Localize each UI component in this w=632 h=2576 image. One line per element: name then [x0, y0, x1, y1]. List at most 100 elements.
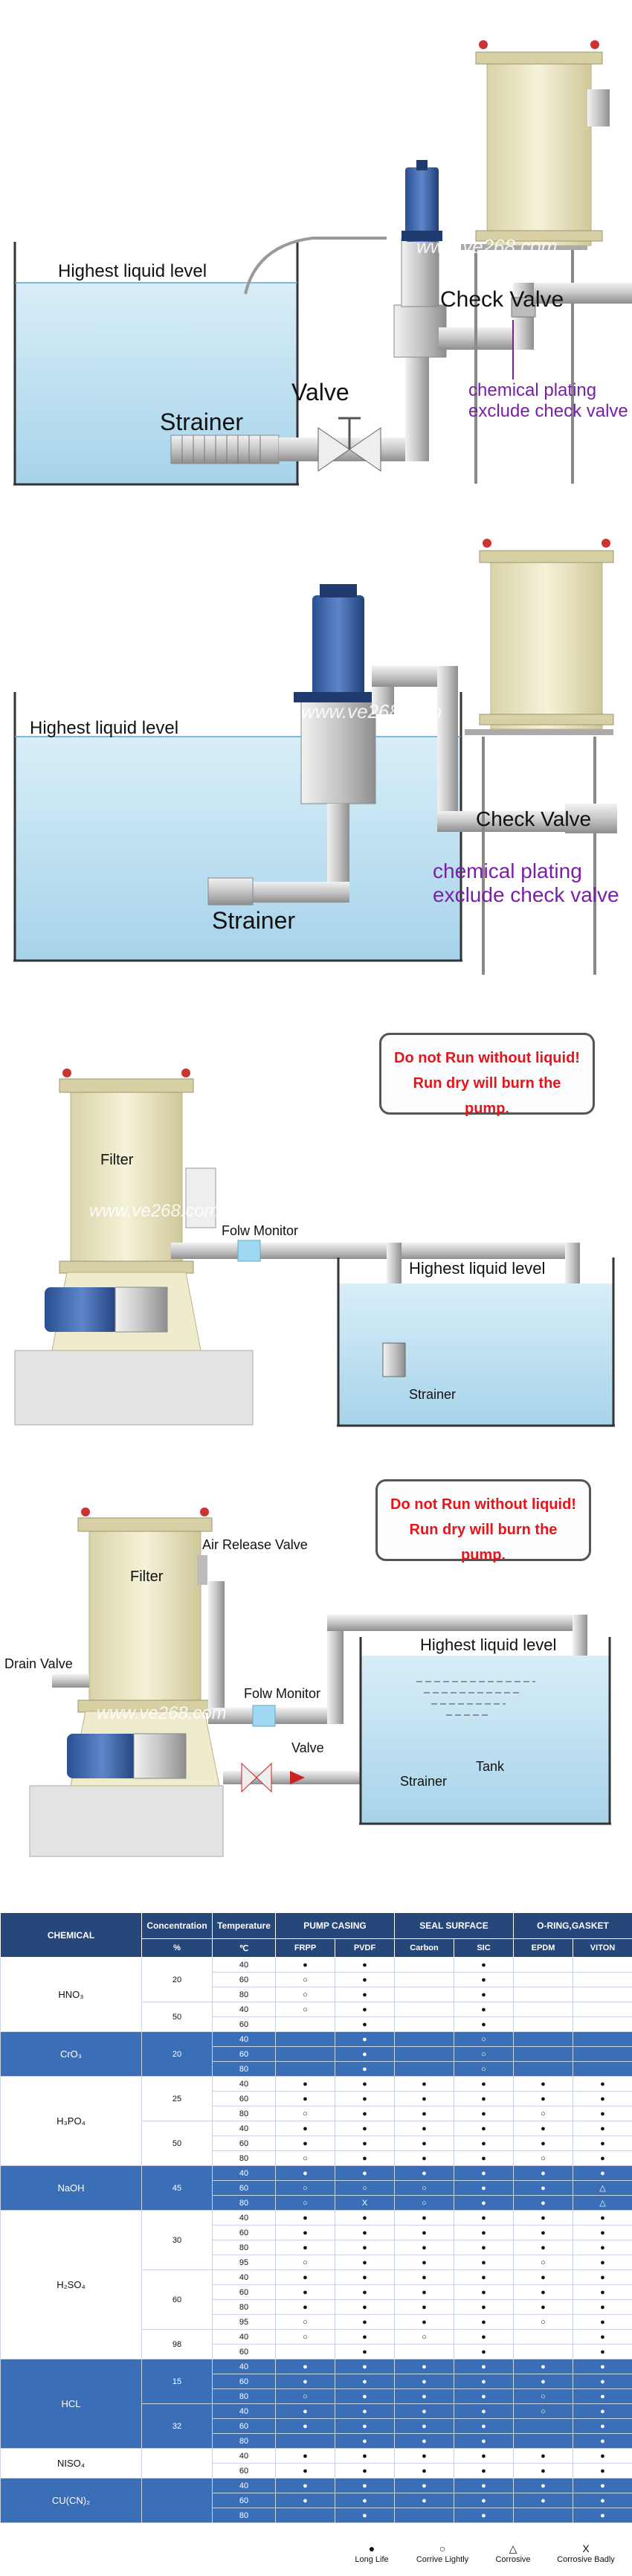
riser-4: [327, 1622, 344, 1724]
table-row: 60○○○●●△: [1, 2180, 632, 2196]
motor-4: [67, 1733, 187, 1779]
rating-cell: ●: [572, 2284, 632, 2300]
rating-cell: ○: [513, 2403, 573, 2419]
rating-cell: ●: [454, 2150, 514, 2166]
rating-cell: ●: [572, 2493, 632, 2508]
rating-cell: ●: [335, 2493, 395, 2508]
rating-cell: ●: [335, 2076, 395, 2092]
rating-cell: ●: [394, 2314, 454, 2330]
chemical-cell: HNO₃: [0, 1957, 142, 2032]
rating-cell: [572, 2002, 632, 2017]
rating-cell: ●: [335, 2031, 395, 2047]
chemical-cell: NISO₄: [0, 2448, 142, 2479]
rating-cell: ●: [454, 2091, 514, 2106]
rating-cell: ●: [335, 2225, 395, 2240]
warning-line-2: Run dry will burn the pump.: [413, 1075, 561, 1117]
rating-cell: [394, 2508, 454, 2523]
rating-cell: ●: [572, 2433, 632, 2449]
temperature-cell: 60: [212, 2016, 276, 2032]
rating-cell: ○: [275, 2150, 335, 2166]
rating-cell: ●: [335, 2508, 395, 2523]
header-sic: SIC: [454, 1938, 514, 1958]
table-row: 60●●: [1, 2016, 632, 2032]
concentration-cell: 15: [141, 2359, 213, 2404]
rating-cell: [394, 1957, 454, 1973]
header-chemical: CHEMICAL: [0, 1912, 142, 1958]
diagram-3-svg: Filter Folw Monitor Highest liquid level…: [14, 1068, 615, 1427]
rating-cell: ○: [275, 2002, 335, 2017]
temperature-cell: 40: [212, 1957, 276, 1973]
table-row: 80○●●●○●: [1, 2388, 632, 2404]
concentration-cell: 45: [141, 2165, 213, 2211]
flow-monitor-label-3: Folw Monitor: [222, 1223, 298, 1238]
temperature-cell: 60: [212, 2374, 276, 2389]
rating-cell: ●: [454, 2448, 514, 2464]
temperature-cell: 80: [212, 2508, 276, 2523]
rating-cell: ○: [275, 2388, 335, 2404]
warning-line-1-4: Do not Run without liquid!: [390, 1496, 576, 1513]
rating-cell: ●: [454, 2016, 514, 2032]
rating-cell: ●: [394, 2091, 454, 2106]
exclude-check-valve-label: exclude check valve: [468, 401, 628, 421]
table-row: 60●●●●●●: [1, 2493, 632, 2508]
diagram-1-svg: Highest liquid level Strainer Valve Chec…: [13, 40, 632, 486]
rating-cell: ○: [513, 2388, 573, 2404]
rating-cell: ○: [275, 1987, 335, 2002]
rating-cell: ●: [394, 2448, 454, 2464]
diagram-4-installation: Filter Air Release Valve Drain Valve Fol…: [0, 1466, 632, 1868]
temperature-cell: 40: [212, 2210, 276, 2226]
rating-cell: ●: [335, 2344, 395, 2359]
rating-cell: ●: [572, 2076, 632, 2092]
rating-cell: ●: [335, 2002, 395, 2017]
highest-liquid-level-label-3: Highest liquid level: [409, 1259, 545, 1278]
rating-cell: ●: [454, 2284, 514, 2300]
rating-cell: ●: [335, 2091, 395, 2106]
filter-label-3: Filter: [100, 1152, 134, 1168]
rating-cell: ●: [454, 2478, 514, 2493]
rating-cell: ○: [513, 2106, 573, 2121]
rating-cell: ○: [275, 2314, 335, 2330]
rating-cell: [275, 2016, 335, 2032]
rating-cell: [513, 2016, 573, 2032]
rating-cell: ●: [394, 2165, 454, 2181]
rating-cell: [394, 2031, 454, 2047]
temperature-cell: 60: [212, 2180, 276, 2196]
chemical-cell: NaOH: [0, 2165, 142, 2211]
rating-cell: ●: [454, 2210, 514, 2226]
temperature-cell: 80: [212, 2150, 276, 2166]
diagram-3-installation: Filter Folw Monitor Highest liquid level…: [0, 1019, 632, 1436]
temperature-cell: 40: [212, 2121, 276, 2136]
temperature-cell: 40: [212, 2329, 276, 2345]
rating-cell: [513, 2508, 573, 2523]
rating-cell: ●: [513, 2225, 573, 2240]
vent-tube: [244, 237, 387, 295]
discharge-across-2: [437, 811, 578, 832]
rating-cell: ●: [572, 2240, 632, 2255]
rating-cell: [513, 2031, 573, 2047]
temperature-cell: 40: [212, 2448, 276, 2464]
temperature-cell: 60: [212, 2091, 276, 2106]
rating-cell: [275, 2508, 335, 2523]
rating-cell: ●: [513, 2210, 573, 2226]
rating-cell: ●: [454, 2374, 514, 2389]
concentration-cell: 20: [141, 2031, 213, 2077]
warning-line-1: Do not Run without liquid!: [394, 1050, 580, 1066]
header-concentration: Concentration: [141, 1912, 213, 1939]
rating-cell: [513, 2344, 573, 2359]
temperature-cell: 60: [212, 2418, 276, 2434]
legend-corrode-lightly-label: Corrive Lightly: [416, 2555, 469, 2564]
rating-cell: ●: [454, 2225, 514, 2240]
rating-cell: [513, 1987, 573, 2002]
table-row: 60●●●●●●: [1, 2091, 632, 2106]
rating-cell: ●: [275, 2493, 335, 2508]
rating-cell: ●: [335, 2299, 395, 2315]
motor-3: [45, 1287, 168, 1333]
rating-cell: [394, 2061, 454, 2077]
chemical-resistance-table-panel: CHEMICAL Concentration Temperature PUMP …: [0, 1912, 632, 2576]
rating-cell: ●: [335, 2210, 395, 2226]
rating-cell: ○: [275, 1972, 335, 1987]
flow-monitor-3: [237, 1240, 261, 1262]
table-row: 95○●●●○●: [1, 2255, 632, 2270]
temperature-cell: 40: [212, 2076, 276, 2092]
